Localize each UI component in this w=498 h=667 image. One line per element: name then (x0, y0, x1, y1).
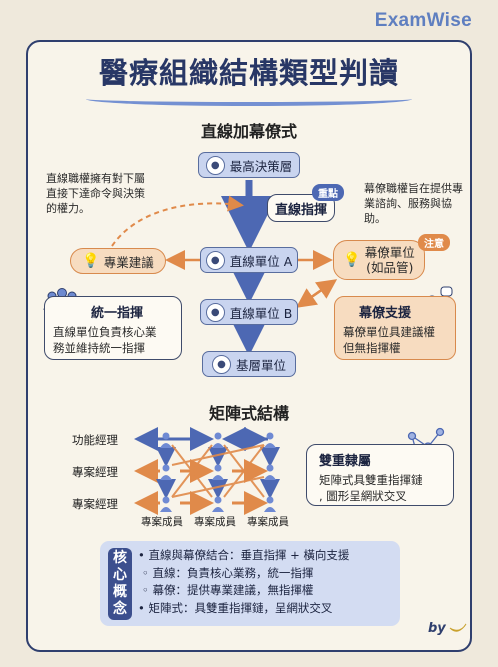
member-icon (160, 464, 172, 480)
unity-text-2: 務並維持統一指揮 (53, 341, 145, 355)
member-icon (160, 496, 172, 512)
core-concepts-label: 核心概念 (108, 548, 132, 620)
member-icon (264, 432, 276, 448)
staff-unit-example: (如品管) (366, 260, 414, 275)
concept-item: ◦ 直線：負責核心業務，統一指揮 (142, 565, 314, 580)
unity-text-1: 直線單位負責核心業 (53, 325, 157, 339)
person-icon: ● (205, 302, 225, 322)
matrix-row-label: 專案經理 (72, 465, 118, 479)
person-icon: ● (205, 155, 225, 175)
dual-text-1: 矩陣式具雙重指揮鏈 (319, 473, 423, 487)
line-command-callout: 直線指揮 (267, 194, 335, 222)
concept-item: • 直線與幕僚結合：垂直指揮 + 橫向支援 (138, 548, 350, 562)
staff-unit-label: 幕僚單位 (364, 245, 415, 260)
staff-unit-node: 💡 幕僚單位 (如品管) (333, 240, 425, 280)
unity-title: 統一指揮 (91, 306, 144, 321)
staff-support-text-1: 幕僚單位具建議權 (343, 325, 435, 339)
member-icon (212, 432, 224, 448)
node-top-decision: ● 最高決策層 (198, 152, 300, 178)
line-staff-section-title: 直線加幕僚式 (200, 122, 297, 141)
professional-advice-label: 專業建議 (103, 254, 154, 270)
node-unit-b-label: 直線單位 B (229, 305, 293, 321)
title-underline (86, 92, 412, 106)
node-line-unit-b: ● 直線單位 B (200, 299, 298, 325)
staff-authority-note: 幕僚職權旨在提供專業諮詢、服務與協助。 (364, 182, 463, 225)
matrix-member-label: 專案成員 (247, 516, 289, 528)
matrix-row-label: 專案經理 (72, 497, 118, 511)
dual-title: 雙重隸屬 (319, 454, 372, 469)
core-concepts-box: 核心概念 • 直線與幕僚結合：垂直指揮 + 橫向支援 ◦ 直線：負責核心業務，統… (100, 541, 400, 626)
professional-advice-node: 💡 專業建議 (70, 248, 166, 274)
node-line-unit-a: ● 直線單位 A (200, 247, 298, 273)
node-base-unit: ● 基層單位 (202, 351, 296, 377)
lightbulb-icon: 💡 (343, 252, 361, 268)
person-icon: ● (211, 354, 231, 374)
page-title: 醫療組織結構類型判讀 (98, 56, 399, 90)
member-icon (264, 464, 276, 480)
member-icon (264, 496, 276, 512)
dual-reporting-callout: 雙重隸屬 矩陣式具雙重指揮鏈 , 圖形呈網狀交叉 (306, 444, 454, 506)
person-icon: ● (205, 250, 225, 270)
concept-item: • 矩陣式：具雙重指揮鏈，呈網狀交叉 (138, 600, 333, 615)
brand-logo: ExamWise (374, 10, 472, 31)
node-unit-a-label: 直線單位 A (229, 253, 293, 269)
banana-icon (449, 623, 467, 632)
member-icon (160, 432, 172, 448)
key-tag: 重點 (312, 184, 344, 201)
lightbulb-icon: 💡 (82, 253, 100, 269)
staff-support-text-2: 但無指揮權 (343, 341, 401, 355)
matrix-section-title: 矩陣式結構 (208, 404, 289, 423)
member-icon (212, 464, 224, 480)
core-concepts-list: • 直線與幕僚結合：垂直指揮 + 橫向支援 ◦ 直線：負責核心業務，統一指揮 ◦… (138, 547, 349, 617)
unity-of-command-callout: 統一指揮 直線單位負責核心業 務並維持統一指揮 (44, 296, 182, 360)
staff-support-callout: 幕僚支援 幕僚單位具建議權 但無指揮權 (334, 296, 456, 360)
member-icon (212, 496, 224, 512)
matrix-member-label: 專案成員 (194, 516, 236, 528)
dual-text-2: , 圖形呈網狀交叉 (319, 489, 407, 503)
matrix-row-label: 功能經理 (72, 433, 118, 447)
node-base-label: 基層單位 (235, 357, 286, 373)
attention-tag: 注意 (418, 234, 450, 251)
matrix-member-label: 專案成員 (141, 516, 183, 528)
staff-support-title: 幕僚支援 (359, 306, 412, 321)
line-authority-note: 直線職權擁有對下屬直接下達命令與決策的權力。 (46, 172, 145, 215)
signature: by (428, 621, 446, 636)
concept-item: ◦ 幕僚：提供專業建議，無指揮權 (142, 583, 314, 597)
dashed-advice-arrow (111, 195, 244, 247)
node-top-label: 最高決策層 (229, 158, 293, 174)
line-command-label: 直線指揮 (274, 202, 327, 218)
